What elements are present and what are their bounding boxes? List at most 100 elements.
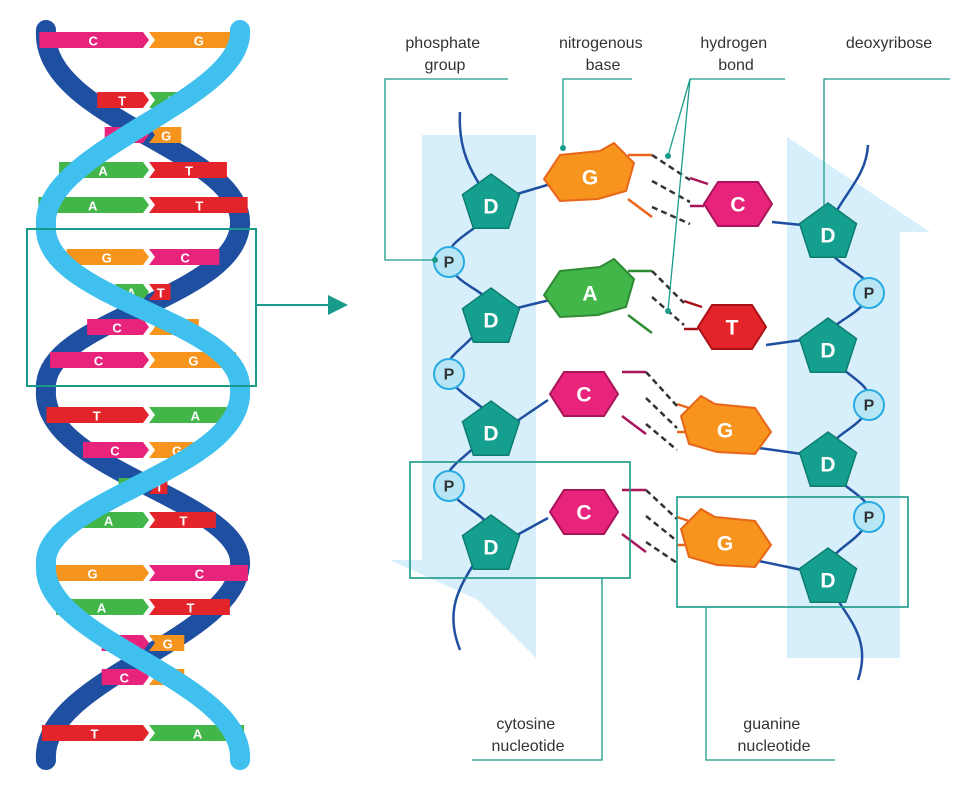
phosphate <box>853 501 885 533</box>
rung-letter-right: G <box>163 637 173 652</box>
sugar-letter: D <box>820 454 835 477</box>
sugar-letter: D <box>483 423 498 446</box>
nitrogenous-base-C <box>702 181 774 227</box>
rung-base-left <box>46 407 150 423</box>
hydrogen-bond <box>645 371 678 407</box>
rung-letter-left: C <box>110 444 120 459</box>
hydrogen-bond <box>645 397 678 429</box>
rung-base-right <box>149 197 248 213</box>
rung-letter-left: C <box>120 671 130 686</box>
glycosidic-bond <box>771 220 803 227</box>
nitrogenous-base-C <box>548 489 620 535</box>
sugar-letter: D <box>483 310 498 333</box>
bond-stub <box>689 176 709 186</box>
deoxyribose-sugar <box>798 317 858 374</box>
rung-letter-left: A <box>104 514 114 529</box>
phosphate-letter: P <box>864 510 875 527</box>
hydrogen-leader-bottom <box>667 78 691 312</box>
rung-letter-right: C <box>195 567 205 582</box>
rung-letter-right: G <box>172 444 182 459</box>
phosphate-group-label: phosphate group <box>405 35 484 74</box>
phosphate-letter: P <box>444 255 455 272</box>
nitrogenous-leader <box>562 78 632 148</box>
base-letter: C <box>576 384 591 407</box>
deoxyribose-sugar <box>798 547 858 604</box>
bond-stub <box>621 415 647 435</box>
rung-letter-right: C <box>180 251 190 266</box>
rung-letter-left: G <box>102 251 112 266</box>
rung-base-left <box>41 725 149 741</box>
rung-base-left <box>66 249 149 265</box>
rung-base-right <box>149 599 230 615</box>
rung-base-left <box>38 565 150 581</box>
rung-letter-right: T <box>157 286 165 301</box>
rung-letter-right: A <box>193 727 203 742</box>
rung-base-left <box>101 669 149 685</box>
glycosidic-bond <box>516 516 549 537</box>
deoxyribose-sugar <box>798 431 858 488</box>
nitrogenous-base-G <box>679 507 773 569</box>
rung-letter-left: T <box>93 409 101 424</box>
phosphate-letter: P <box>444 479 455 496</box>
rung-letter-right: T <box>155 480 163 495</box>
bond-stub <box>683 299 703 309</box>
cytosine-nucleotide-box <box>409 461 631 579</box>
rung-base-right <box>149 512 216 528</box>
rung-letter-right: G <box>188 354 198 369</box>
bond-stub <box>627 198 653 218</box>
sugar-letter: D <box>483 196 498 219</box>
nitrogenous-base-G <box>679 394 773 456</box>
sugar-letter: D <box>820 340 835 363</box>
cytosine-leader <box>472 578 603 761</box>
phosphate <box>853 389 885 421</box>
rung-letter-left: C <box>88 34 98 49</box>
leader-dots <box>432 145 827 314</box>
phosphate-letter: P <box>864 398 875 415</box>
base-letter: T <box>726 317 739 340</box>
glycosidic-bond <box>516 398 549 423</box>
phosphate-letter: P <box>864 286 875 303</box>
phosphate-letter: P <box>444 367 455 384</box>
hydrogen-bond <box>645 515 678 542</box>
rung-base-right <box>149 249 220 265</box>
sugar-letter: D <box>820 225 835 248</box>
rung-base-left <box>97 92 149 108</box>
rung-base-left <box>50 352 150 368</box>
rung-base-right <box>149 32 247 48</box>
hydrogen-bond <box>645 423 678 451</box>
nitrogenous-base-A <box>542 257 636 319</box>
rung-letter-left: A <box>97 601 107 616</box>
guanine-nucleotide-box <box>676 496 909 608</box>
deoxyribose-sugar <box>461 173 521 230</box>
guanine-leader <box>705 607 835 761</box>
leader-lines <box>384 78 950 761</box>
rung-letter-right: T <box>195 199 203 214</box>
bond-stub <box>627 314 653 334</box>
nitrogenous-base-T <box>696 304 768 350</box>
cytosine-nucleotide-label: cytosine nucleotide <box>492 716 565 755</box>
rung-letter-left: A <box>98 164 108 179</box>
helix-backbone-front <box>36 20 250 770</box>
deoxyribose-sugar <box>461 400 521 457</box>
bond-stub <box>621 533 647 553</box>
glycosidic-bond <box>758 446 803 456</box>
base-letter: G <box>582 167 598 190</box>
rung-base-right <box>149 162 227 178</box>
phosphate <box>433 358 465 390</box>
rung-letter-left: C <box>112 321 122 336</box>
deoxyribose-leader <box>823 78 950 212</box>
zoom-box <box>26 228 257 387</box>
phosphate-leader <box>384 78 508 261</box>
hydrogen-leader-top <box>667 78 785 157</box>
phosphate <box>433 470 465 502</box>
glycosidic-bond <box>758 559 803 572</box>
base-letter: G <box>717 533 733 556</box>
rung-letter-left: A <box>88 199 98 214</box>
base-letter: C <box>576 502 591 525</box>
